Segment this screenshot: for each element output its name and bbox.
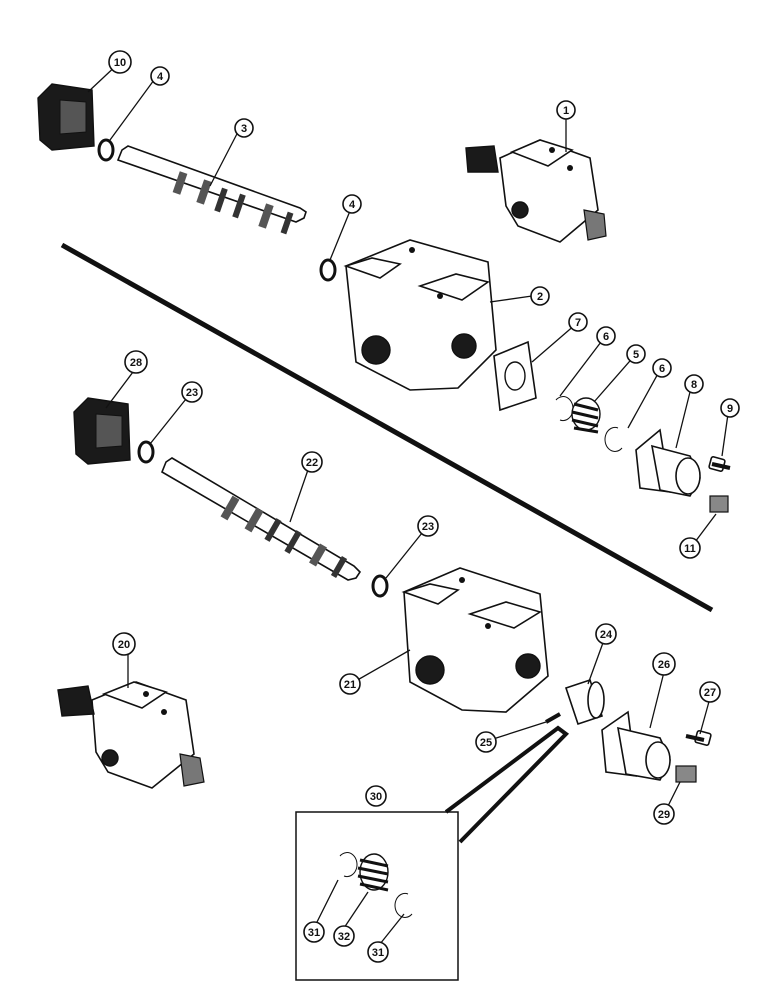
gasket-7 [493, 340, 537, 412]
spring-5 [571, 397, 601, 434]
svg-text:4: 4 [349, 199, 356, 211]
callout-5: 5 [626, 344, 646, 364]
o-ring-4-left [97, 138, 115, 162]
svg-text:23: 23 [422, 521, 434, 533]
callout-31a: 31 [303, 921, 325, 943]
callout-1: 1 [556, 100, 576, 120]
callout-26: 26 [652, 652, 676, 676]
o-ring-4-right [319, 258, 337, 282]
callout-24: 24 [595, 623, 617, 645]
callout-23a: 23 [181, 381, 203, 403]
cap-26 [601, 710, 671, 781]
callout-31b: 31 [367, 941, 389, 963]
callout-7: 7 [568, 312, 588, 332]
callout-21: 21 [339, 673, 361, 695]
callout-28: 28 [124, 350, 148, 374]
svg-text:3: 3 [241, 123, 247, 135]
valve-assembly-1 [465, 139, 607, 243]
svg-text:30: 30 [370, 791, 382, 803]
callout-4a: 4 [150, 66, 170, 86]
svg-text:7: 7 [575, 317, 581, 329]
svg-text:29: 29 [658, 809, 670, 821]
callout-11: 11 [679, 537, 701, 559]
svg-text:21: 21 [344, 679, 356, 691]
callout-3: 3 [234, 118, 254, 138]
callout-6b: 6 [652, 358, 672, 378]
o-ring-23-right [371, 574, 389, 598]
svg-text:2: 2 [537, 291, 543, 303]
cap-28 [73, 397, 131, 465]
callout-10: 10 [108, 50, 132, 74]
svg-text:8: 8 [691, 379, 697, 391]
spool-22 [161, 457, 362, 581]
svg-text:25: 25 [480, 737, 492, 749]
svg-text:10: 10 [114, 57, 126, 69]
plug-29 [675, 765, 697, 783]
callout-2: 2 [530, 286, 550, 306]
svg-text:6: 6 [603, 331, 609, 343]
callout-9: 9 [720, 398, 740, 418]
callout-20: 20 [112, 632, 136, 656]
callout-6a: 6 [596, 326, 616, 346]
kit-box-30 [295, 725, 570, 981]
callout-4b: 4 [342, 194, 362, 214]
retainer-6-left [555, 396, 574, 422]
svg-text:28: 28 [130, 357, 142, 369]
retainer-6-right [604, 426, 623, 452]
spring-32 [357, 853, 389, 892]
bolt-27 [685, 730, 712, 746]
svg-text:4: 4 [157, 71, 164, 83]
svg-text:20: 20 [118, 639, 130, 651]
spool-3 [116, 145, 307, 235]
svg-text:31: 31 [308, 927, 320, 939]
svg-text:31: 31 [372, 947, 384, 959]
o-ring-23-left [137, 440, 155, 464]
svg-text:9: 9 [727, 403, 733, 415]
plug-11 [709, 495, 729, 513]
svg-text:27: 27 [704, 687, 716, 699]
svg-text:5: 5 [633, 349, 639, 361]
svg-text:11: 11 [684, 543, 696, 555]
svg-text:24: 24 [600, 629, 613, 641]
callout-25: 25 [475, 731, 497, 753]
callout-27: 27 [699, 681, 721, 703]
svg-text:32: 32 [338, 931, 350, 943]
retainer-31-right [394, 892, 413, 918]
valve-body-2 [343, 239, 497, 391]
svg-text:22: 22 [306, 457, 318, 469]
callout-22: 22 [301, 451, 323, 473]
svg-text:6: 6 [659, 363, 665, 375]
callout-23b: 23 [417, 515, 439, 537]
callout-30: 30 [365, 785, 387, 807]
cap-10 [37, 83, 95, 151]
bolt-9 [708, 456, 731, 472]
callout-29: 29 [653, 803, 675, 825]
collar-24 [564, 678, 605, 726]
svg-text:1: 1 [563, 105, 569, 117]
svg-text:26: 26 [658, 659, 670, 671]
pin-25 [545, 712, 561, 724]
cap-8 [635, 428, 701, 497]
callout-8: 8 [684, 374, 704, 394]
valve-assembly-20 [57, 681, 205, 789]
retainer-31-left [339, 852, 358, 878]
section-divider-line [60, 242, 714, 613]
callout-32: 32 [333, 925, 355, 947]
svg-text:23: 23 [186, 387, 198, 399]
valve-body-21 [401, 567, 549, 713]
